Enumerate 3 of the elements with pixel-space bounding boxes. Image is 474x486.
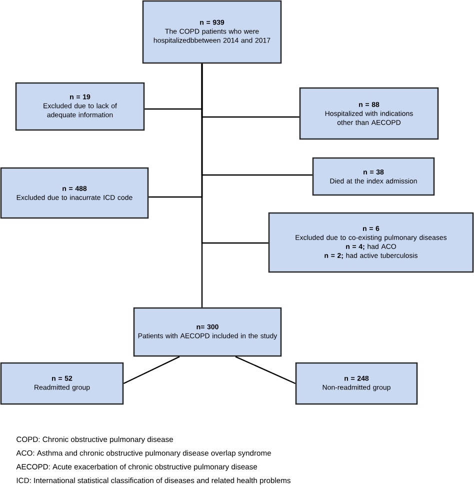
connector-line [235,356,296,384]
connector-line [123,356,180,384]
connector-line [201,64,203,308]
